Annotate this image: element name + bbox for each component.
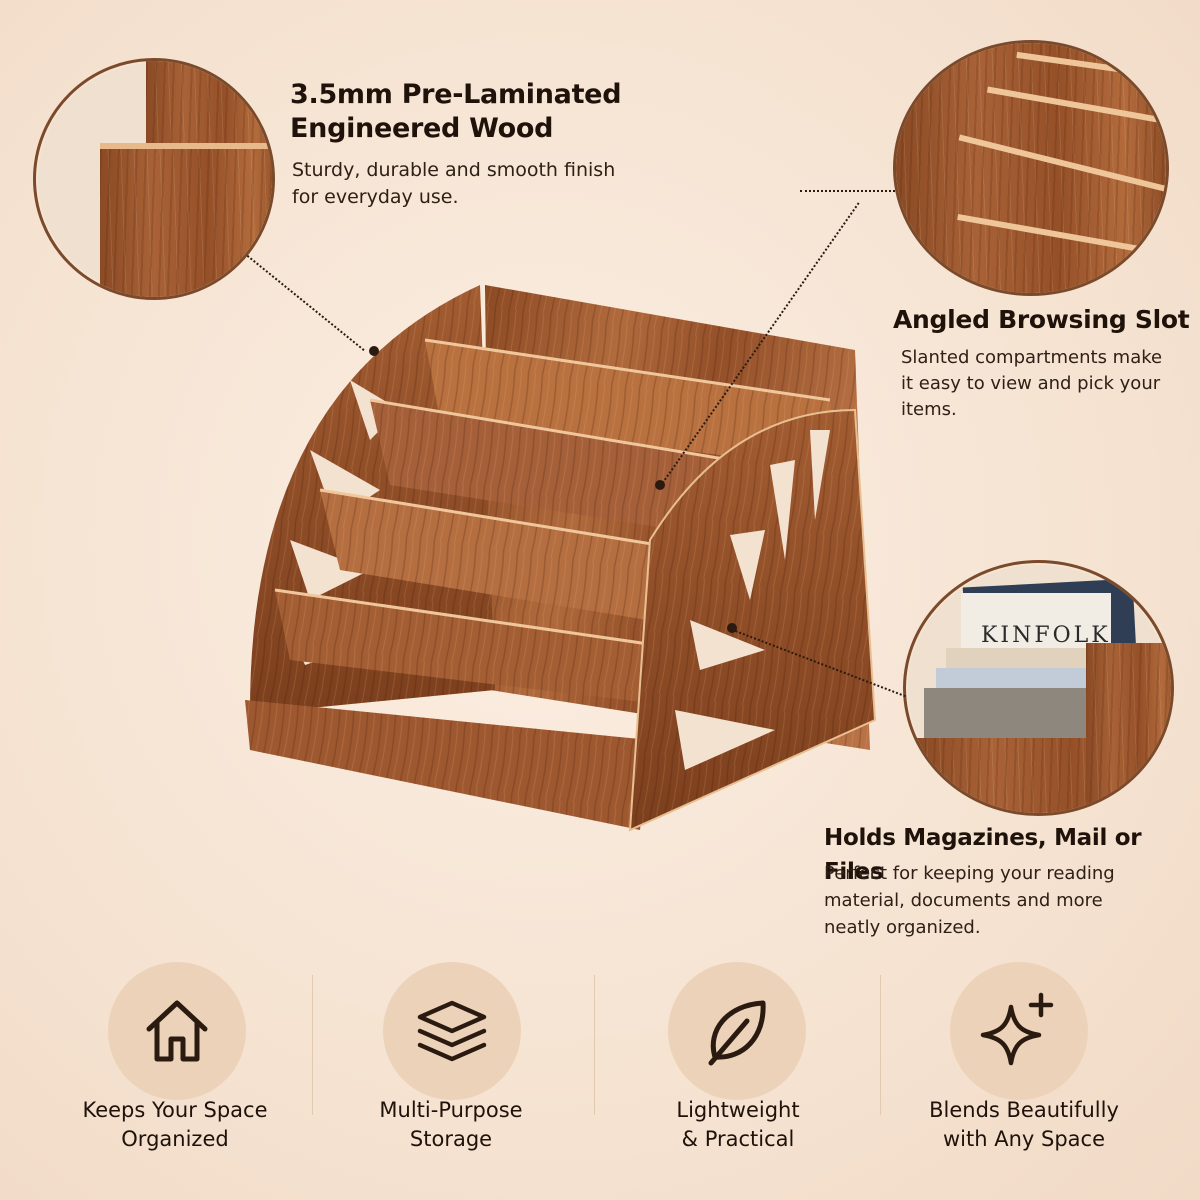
feature-desc-holds-line2: material, documents and more [824,890,1103,911]
feature-title-wood-line2: Engineered Wood [290,113,554,144]
badge-lightweight [668,962,806,1100]
badge-label-lightweight: Lightweight& Practical [676,1098,800,1151]
feature-desc-slot-line2: it easy to view and pick your [901,373,1161,394]
zoom-circle-angled-slots [893,40,1169,296]
leader-dot-slot [655,480,665,490]
feature-desc-slot-line3: items. [901,399,957,420]
zoom-circle-wood-edge [33,58,275,300]
divider [312,975,313,1115]
divider [594,975,595,1115]
badge-organized [108,962,246,1100]
feature-desc-holds-line3: neatly organized. [824,917,981,938]
stack-icon [417,1000,487,1062]
feature-title-wood-line1: 3.5mm Pre-Laminated [290,79,622,110]
badge-blends [950,962,1088,1100]
leaf-icon [708,1000,766,1066]
feature-desc-slot-line1: Slanted compartments make [901,347,1163,368]
sparkle-icon [980,992,1054,1066]
feature-desc-holds-line1: Perfect for keeping your reading [824,863,1115,884]
feature-desc-wood-line1: Sturdy, durable and smooth finish [292,159,616,181]
feature-desc-wood-line2: for everyday use. [292,186,459,208]
leader-dot-wood [369,346,379,356]
leader-dot-holds [727,623,737,633]
zoom-circle-magazines: KINFOLK [903,560,1174,816]
leader-line-slot-end [800,190,895,192]
badge-storage [383,962,521,1100]
divider [880,975,881,1115]
product-image-file-organizer [245,285,877,832]
feature-title-holds: Holds Magazines, Mail or Files [824,825,1142,885]
house-icon [146,1000,208,1062]
feature-title-slot: Angled Browsing Slot [893,305,1190,334]
